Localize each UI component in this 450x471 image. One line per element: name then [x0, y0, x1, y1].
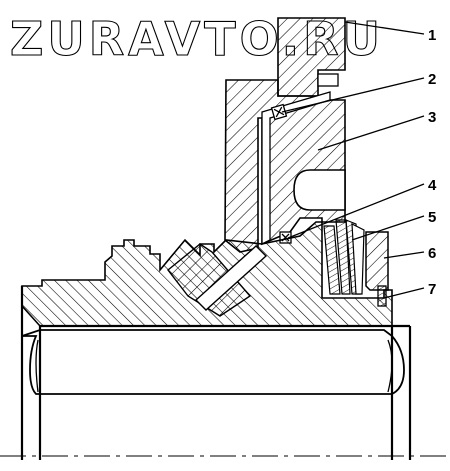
callout-5: 5: [428, 209, 436, 226]
callout-2: 2: [428, 71, 436, 88]
hub-oil-bore: [194, 245, 268, 311]
callout-1: 1: [428, 27, 436, 44]
leader-line-7: [383, 287, 425, 299]
housing-recess: [293, 169, 346, 211]
leader-line-2: [281, 77, 425, 113]
callout-4: 4: [428, 177, 437, 194]
spring-washer-stack: [323, 219, 365, 295]
leader-line-4: [287, 183, 425, 239]
callout-6: 6: [428, 245, 436, 262]
bearing-lower-wall: [20, 286, 412, 460]
leader-line-3: [317, 115, 425, 151]
bearing-bulge: [21, 329, 405, 395]
flange-groove: [317, 73, 339, 87]
leader-line-1: [344, 21, 425, 35]
hub-diagonal-channel: [167, 243, 252, 317]
callout-3: 3: [428, 109, 436, 126]
leader-line-5: [351, 215, 425, 241]
snap-ring-part: [377, 285, 387, 307]
o-ring-upper-mark: [273, 106, 285, 118]
retaining-ring-part: [365, 231, 389, 291]
callout-7: 7: [428, 281, 436, 298]
leader-line-6: [383, 251, 425, 259]
